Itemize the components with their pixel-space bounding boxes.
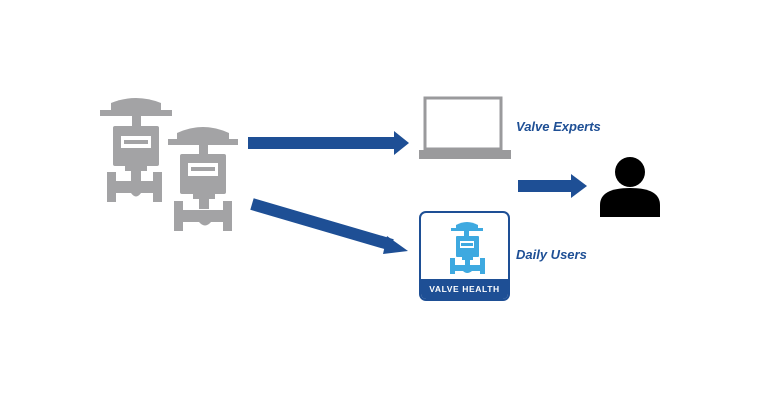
arrow-to-laptop <box>248 131 409 155</box>
daily-users-label: Daily Users <box>516 247 587 262</box>
arrow-to-app <box>250 198 408 254</box>
arrow-to-user <box>518 174 587 198</box>
person-icon <box>600 157 660 217</box>
control-valve-icon <box>100 98 172 202</box>
app-name-banner: VALVE HEALTH <box>421 279 508 299</box>
app-valve-icon <box>450 222 485 274</box>
laptop-icon <box>419 96 511 159</box>
valve-health-app-icon: VALVE HEALTH <box>419 211 510 301</box>
control-valve-icon <box>168 127 238 231</box>
valve-experts-label: Valve Experts <box>516 119 601 134</box>
